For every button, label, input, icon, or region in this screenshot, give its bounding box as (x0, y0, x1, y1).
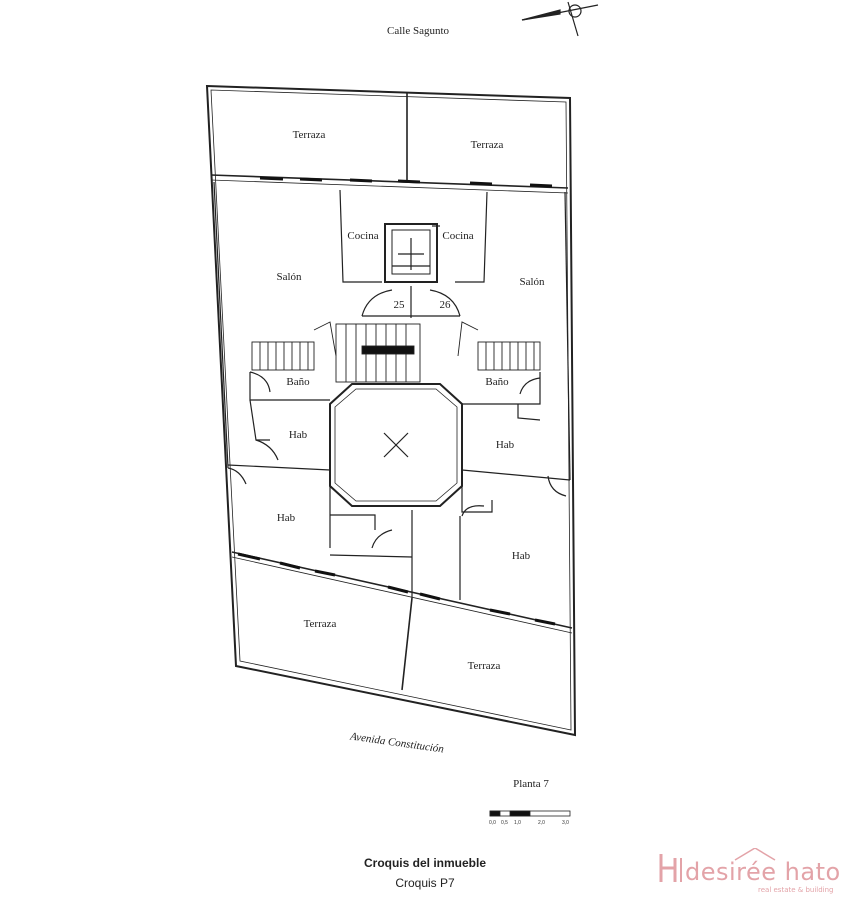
floor-label: Planta 7 (513, 778, 549, 790)
scale-tick: 3,0 (562, 820, 569, 826)
room-hab-right-1: Hab (495, 439, 515, 451)
unit-number-25: 25 (393, 299, 405, 311)
scale-bar (489, 810, 571, 817)
room-terraza-top-left: Terraza (292, 129, 326, 141)
scale-tick: 0,0 (489, 820, 496, 826)
unit-number-26: 26 (439, 299, 451, 311)
room-cocina-right: Cocina (442, 230, 474, 242)
logo-tagline: real estate & building (758, 886, 834, 894)
room-cocina-left: Cocina (347, 230, 379, 242)
logo-name: desirée hato (685, 858, 841, 886)
north-arrow-icon (521, 1, 599, 37)
scale-tick: 1,0 (514, 820, 521, 826)
room-terraza-bottom-right: Terraza (467, 660, 501, 672)
caption-title: Croquis del inmueble (363, 856, 486, 870)
room-salon-left: Salón (276, 271, 302, 283)
building-outline (205, 84, 577, 737)
room-bano-left: Baño (286, 376, 310, 388)
room-salon-right: Salón (519, 276, 545, 288)
room-terraza-top-right: Terraza (470, 139, 504, 151)
scale-tick: 0,5 (501, 820, 508, 826)
central-patio (329, 383, 463, 507)
room-hab-left-1: Hab (288, 429, 308, 441)
street-label-top: Calle Sagunto (386, 25, 450, 37)
room-terraza-bottom-left: Terraza (303, 618, 337, 630)
room-bano-right: Baño (485, 376, 509, 388)
house-logo-icon (659, 847, 776, 882)
room-hab-left-2: Hab (276, 512, 296, 524)
room-hab-right-2: Hab (511, 550, 531, 562)
scale-tick: 2,0 (538, 820, 545, 826)
caption-subtitle: Croquis P7 (395, 876, 455, 890)
brand-logo: desirée hato real estate & building (655, 847, 850, 898)
stairs (251, 321, 541, 383)
